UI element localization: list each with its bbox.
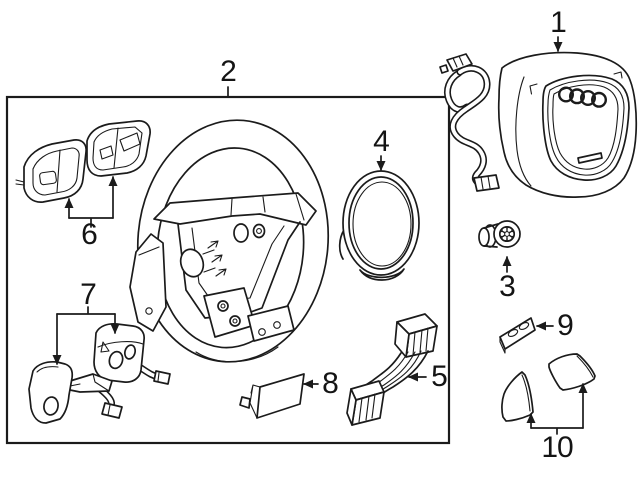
- trim-covers-drawing: [501, 353, 596, 422]
- bolt-drawing: [478, 220, 521, 248]
- callout-10-label[interactable]: 10: [541, 431, 573, 464]
- steering-wheel-drawing: [129, 119, 330, 363]
- trim-ring-drawing: [338, 170, 420, 281]
- callout-2-label[interactable]: 2: [220, 55, 237, 88]
- audi-rings-icon: [558, 86, 608, 108]
- callout-4-label[interactable]: 4: [373, 125, 390, 158]
- airbag-module-drawing: [439, 51, 638, 198]
- callout-3-label[interactable]: 3: [499, 270, 516, 303]
- blank-cover-drawing: [239, 373, 305, 419]
- retainer-plate-drawing: [499, 317, 536, 354]
- enclosure-box: [5, 95, 451, 445]
- callout-7-label[interactable]: 7: [80, 278, 97, 311]
- switch-modules-drawing: [28, 322, 171, 424]
- callout-6-label[interactable]: 6: [81, 218, 98, 251]
- callout-5-label[interactable]: 5: [431, 360, 448, 393]
- callout-9-label[interactable]: 9: [557, 309, 574, 342]
- ribbon-harness-drawing: [346, 313, 438, 426]
- callout-8-label[interactable]: 8: [322, 367, 339, 400]
- callout-1-label[interactable]: 1: [550, 6, 567, 39]
- callout-arrows: [52, 36, 588, 435]
- paddle-switches-drawing: [15, 120, 151, 203]
